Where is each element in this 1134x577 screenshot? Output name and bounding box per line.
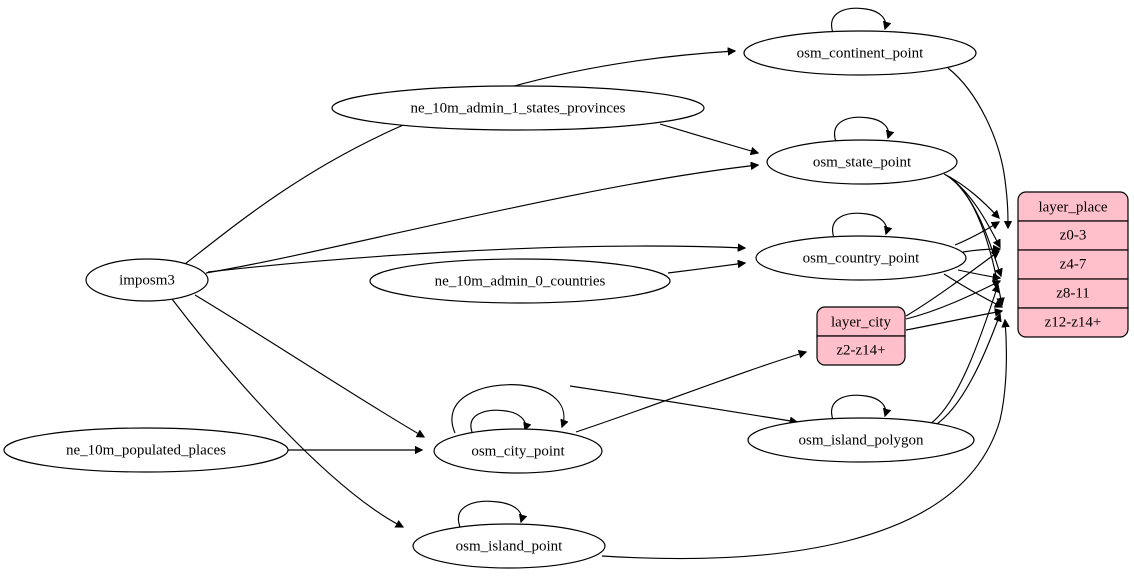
node-osm-state-point[interactable]: osm_state_point xyxy=(766,139,958,185)
layer-city-row-z2-z14-cell[interactable] xyxy=(816,335,906,366)
edge-ne-admin1-to-osm-state-point xyxy=(659,123,758,153)
edge-imposm3-to-osm-city-point xyxy=(194,294,424,437)
edge-imposm3-to-osm-continent-point xyxy=(184,51,735,265)
layer-place-z8-11-label: z8-11 xyxy=(1056,285,1090,301)
edge-osm-country-point-to-layer-place-z0-3 xyxy=(954,222,999,246)
layer-place-row-z4-7-cell[interactable] xyxy=(1017,249,1129,280)
layer-city-header-label: layer_city xyxy=(831,314,891,330)
edge-self-loop-osm-city-point-outer xyxy=(451,384,564,434)
edge-osm-island-polygon-to-layer-place-z8-11 xyxy=(929,285,998,425)
node-label-osm-city-point: osm_city_point xyxy=(471,443,565,459)
edge-osm-city-point-to-layer-city-z2-z14 xyxy=(575,352,806,433)
edge-osm-state-point-to-layer-place-z0-3 xyxy=(943,173,999,218)
edge-osm-country-point-to-layer-place-z12-z14 xyxy=(943,273,1002,307)
edge-self-loop-osm-country-point xyxy=(832,212,887,239)
node-label-osm-island-point: osm_island_point xyxy=(456,538,564,554)
edge-osm-continent-point-to-layer-place-z0-3 xyxy=(947,67,1008,228)
node-ne-10m-populated-places[interactable]: ne_10m_populated_places xyxy=(3,427,289,473)
edge-layer-city-to-layer-place-z4-7 xyxy=(905,251,999,317)
node-label-osm-country-point: osm_country_point xyxy=(803,250,920,266)
node-layer-place[interactable]: layer_place z0-3 z4-7 z8-11 z12-z14+ xyxy=(1017,191,1129,338)
node-label-osm-island-polygon: osm_island_polygon xyxy=(798,432,924,448)
node-layer: imposm3 ne_10m_admin_1_states_provinces … xyxy=(3,30,1129,569)
layer-place-z0-3-label: z0-3 xyxy=(1060,227,1087,243)
node-label-ne-10m-admin-1-states-provinces: ne_10m_admin_1_states_provinces xyxy=(411,100,626,116)
edge-ne-admin0-to-osm-country-point xyxy=(667,263,745,274)
layer-place-row-z8-11-cell[interactable] xyxy=(1017,278,1129,309)
node-osm-island-point[interactable]: osm_island_point xyxy=(412,523,606,569)
node-osm-city-point[interactable]: osm_city_point xyxy=(433,428,603,474)
node-label-imposm3: imposm3 xyxy=(119,272,175,288)
layer-city-z2-z14-label: z2-z14+ xyxy=(836,342,885,358)
layer-place-z12-z14-label: z12-z14+ xyxy=(1045,314,1102,330)
layer-place-header-label: layer_place xyxy=(1038,199,1107,215)
edge-imposm3-to-osm-state-point xyxy=(205,165,758,274)
edge-self-loop-osm-island-point xyxy=(457,500,521,528)
edge-osm-island-point-to-layer-place-z12-z14 xyxy=(601,320,1006,560)
node-ne-10m-admin-1-states-provinces[interactable]: ne_10m_admin_1_states_provinces xyxy=(331,85,705,131)
edge-osm-country-point-to-layer-place-z4-7 xyxy=(962,249,1000,252)
node-label-osm-state-point: osm_state_point xyxy=(813,154,912,170)
node-ne-10m-admin-0-countries[interactable]: ne_10m_admin_0_countries xyxy=(369,258,671,304)
layer-city-row-header-cell xyxy=(816,306,906,337)
edge-osm-island-point-to-osm-island-polygon xyxy=(569,385,797,422)
node-label-ne-10m-populated-places: ne_10m_populated_places xyxy=(66,442,226,458)
layer-place-row-z12-z14-cell[interactable] xyxy=(1017,307,1129,338)
edge-self-loop-osm-state-point xyxy=(834,116,889,143)
layer-place-z4-7-label: z4-7 xyxy=(1060,256,1087,272)
edge-layer-city-to-layer-place-z12-z14 xyxy=(905,311,1002,331)
edge-osm-country-point-to-layer-place-z8-11 xyxy=(957,269,1000,278)
edge-layer xyxy=(171,7,1008,560)
node-label-ne-10m-admin-0-countries: ne_10m_admin_0_countries xyxy=(435,273,606,289)
node-osm-island-polygon[interactable]: osm_island_polygon xyxy=(747,417,975,463)
node-label-osm-continent-point: osm_continent_point xyxy=(797,45,924,61)
edge-self-loop-osm-island-polygon xyxy=(831,394,886,421)
layer-place-row-header-cell xyxy=(1017,191,1129,222)
edge-imposm3-to-osm-country-point xyxy=(207,246,745,273)
node-imposm3[interactable]: imposm3 xyxy=(85,258,209,302)
edge-osm-island-polygon-to-layer-place-z12-z14 xyxy=(933,314,1000,427)
edge-layer-city-to-layer-place-z8-11 xyxy=(905,281,1000,320)
edge-imposm3-to-osm-island-point xyxy=(171,298,403,527)
node-layer-city[interactable]: layer_city z2-z14+ xyxy=(816,306,906,366)
node-osm-country-point[interactable]: osm_country_point xyxy=(755,235,967,281)
edge-self-loop-osm-continent-point xyxy=(831,7,886,34)
layer-place-row-z0-3-cell[interactable] xyxy=(1017,220,1129,251)
node-osm-continent-point[interactable]: osm_continent_point xyxy=(743,30,977,76)
edge-self-loop-osm-city-point-inner xyxy=(470,409,526,433)
